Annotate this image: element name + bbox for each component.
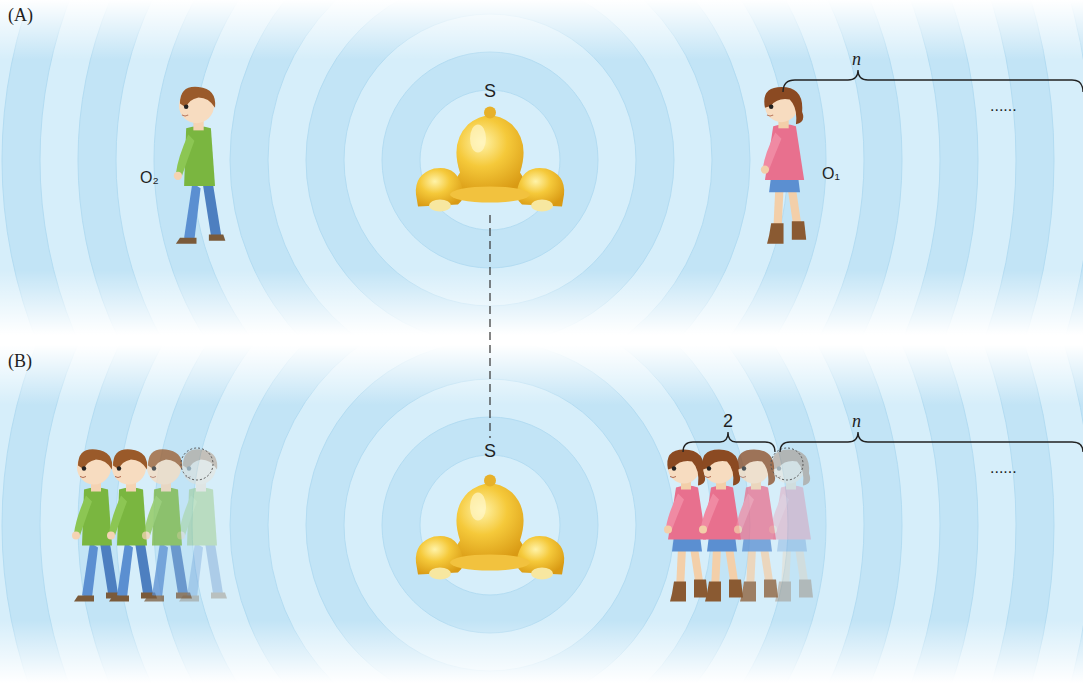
wave-ring xyxy=(0,0,1083,335)
brace xyxy=(683,432,775,452)
source-label: S xyxy=(484,442,496,460)
fade xyxy=(0,620,1083,683)
ellipsis: ...... xyxy=(990,98,1017,114)
count-label: 2 xyxy=(723,412,733,430)
wave-rings xyxy=(0,345,1083,683)
wave-ring-group xyxy=(0,0,1083,335)
wave-ring xyxy=(0,345,1083,683)
panel-label: (A) xyxy=(8,6,33,24)
observer-ghost xyxy=(769,450,813,602)
fade xyxy=(0,345,1083,405)
variable-label: n xyxy=(852,412,861,430)
variable-label: n xyxy=(852,50,861,68)
ellipsis: ...... xyxy=(990,460,1017,476)
observer-label: O₂ xyxy=(140,170,159,186)
source-label: S xyxy=(484,82,496,100)
wave-ring xyxy=(0,0,1083,335)
ghost-outline xyxy=(181,448,213,480)
dashed-guide xyxy=(489,215,490,438)
wave-ring-group xyxy=(0,345,1083,683)
brace xyxy=(780,432,1083,452)
observer-boy xyxy=(174,87,226,244)
observer-girl xyxy=(761,87,806,244)
panel-label: (B) xyxy=(8,352,32,370)
bell-source xyxy=(416,475,564,580)
fade xyxy=(0,270,1083,335)
bell-source xyxy=(416,107,564,212)
ghost-outline xyxy=(771,448,803,480)
observer-ghost xyxy=(177,449,227,601)
wave-rings xyxy=(0,0,1083,335)
observer-label: O₁ xyxy=(822,166,840,182)
fade xyxy=(0,0,1083,60)
brace xyxy=(783,70,1083,92)
wave-ring xyxy=(382,417,598,633)
wave-ring xyxy=(0,345,1083,683)
